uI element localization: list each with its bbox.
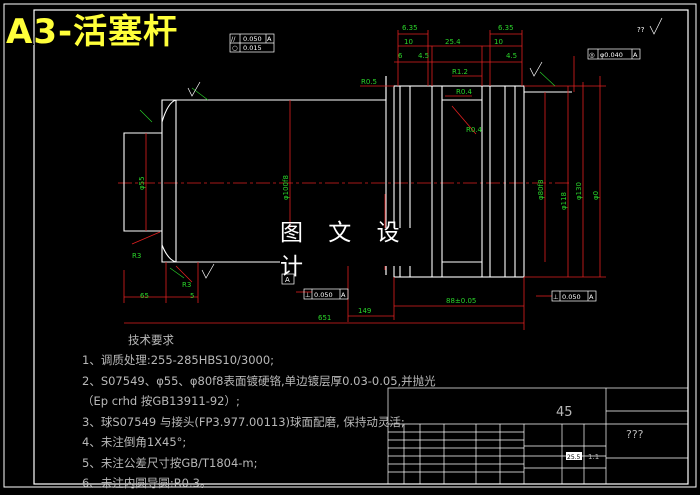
note-2: 2、S07549、φ55、φ80f8表面镀硬铬,单边镀层厚0.03-0.05,并…	[82, 373, 436, 388]
watermark: 图 文 设 计	[280, 220, 426, 280]
technical-requirements: 技术要求 1、调质处理:255-285HBS10/3000; 2、S07549、…	[82, 330, 436, 494]
dim-4-5-left: 4.5	[418, 52, 429, 60]
datum-symbol: A	[281, 273, 295, 285]
dim-r0-5: R0.5	[361, 78, 377, 86]
dim-10-right: 10	[494, 38, 503, 46]
fcf-top-sym1: //	[231, 35, 236, 43]
dim-phi130: φ130	[575, 182, 583, 200]
fcf-br-ref: A	[589, 293, 594, 301]
fcf-right-ref: A	[633, 51, 638, 59]
title-block	[387, 387, 689, 485]
dim-4-5-right: 4.5	[506, 52, 517, 60]
note-4: 3、球S07549 与接头(FP3.977.00113)球面配磨, 保持动灵活;	[82, 414, 405, 429]
dim-r0-4-a: R0.4	[456, 88, 473, 96]
dim-65: 65	[140, 292, 149, 300]
dim-149: 149	[358, 307, 371, 315]
dim-5: 5	[190, 292, 194, 300]
fcf-top-val2: 0.015	[243, 44, 262, 52]
fcf-right	[587, 48, 641, 60]
titleblock-scale: 1:1	[588, 453, 599, 461]
titleblock-45: 45	[556, 405, 573, 420]
note-5: 4、未注倒角1X45°;	[82, 435, 187, 449]
drawing-title: A3-活塞杆	[6, 12, 179, 52]
datum-label: A	[285, 276, 290, 284]
fcf-right-val: φ0.040	[600, 51, 623, 59]
dim-25-4: 25.4	[445, 38, 461, 46]
note-3: （Ep crhd 按GB13911-92）;	[82, 394, 240, 408]
dim-r0-4-b: R0.4	[466, 126, 483, 134]
fcf-bl-ref: A	[341, 291, 346, 299]
dim-r3-b: R3	[182, 281, 191, 289]
fcf-bottom-right	[551, 290, 597, 302]
hatch-lines	[139, 71, 556, 279]
fcf-br-sym: ⊥	[553, 293, 559, 301]
dim-10-left: 10	[404, 38, 413, 46]
dim-6: 6	[398, 52, 403, 60]
fcf-top-sym2: ○	[232, 44, 238, 52]
sheet-border	[3, 3, 697, 488]
fcf-top	[229, 33, 275, 53]
fcf-right-sym: ◎	[589, 51, 595, 59]
titleblock-ratio: 25.5	[567, 454, 581, 461]
fcf-bl-sym: ⊥	[305, 291, 311, 299]
dim-r1-2: R1.2	[452, 68, 468, 76]
dim-6-35-left: 6.35	[402, 24, 418, 32]
note-7: 6、未注内圆导圆:R0.3。	[82, 476, 212, 490]
fcf-bottom-left	[303, 288, 349, 300]
frame-border	[33, 9, 689, 485]
roughness-symbols	[187, 17, 663, 279]
dim-phi2: φ0	[592, 191, 600, 200]
dim-88: 88±0.05	[446, 297, 476, 305]
dim-phi100: φ100f8	[282, 175, 290, 200]
dimension-lines	[123, 30, 606, 330]
note-6: 5、未注公差尺寸按GB/T1804-m;	[82, 455, 258, 470]
fcf-top-ref1: A	[267, 35, 272, 43]
dim-phi55: φ55	[138, 176, 146, 190]
titleblock-name: ???	[626, 428, 644, 441]
tech-req-title: 技术要求	[128, 333, 174, 347]
dimension-texts: 6.35 6.35 10 10 25.4 6 4.5 4.5 R0.5 R1.2…	[132, 24, 600, 322]
dim-phi80: φ80f8	[537, 180, 545, 200]
dim-r3-a: R3	[132, 252, 141, 260]
dim-651: 651	[318, 314, 331, 322]
roughness-corner-text: ??	[637, 26, 645, 34]
fcf-bl-val: 0.050	[314, 291, 333, 299]
note-1: 1、调质处理:255-285HBS10/3000;	[82, 353, 275, 367]
fcf-top-val1: 0.050	[243, 35, 262, 43]
fcf-br-val: 0.050	[562, 293, 581, 301]
dim-6-35-right: 6.35	[498, 24, 514, 32]
fcf-top-text: // 0.050 A ○ 0.015	[231, 35, 272, 52]
dim-phi118: φ118	[560, 192, 568, 210]
